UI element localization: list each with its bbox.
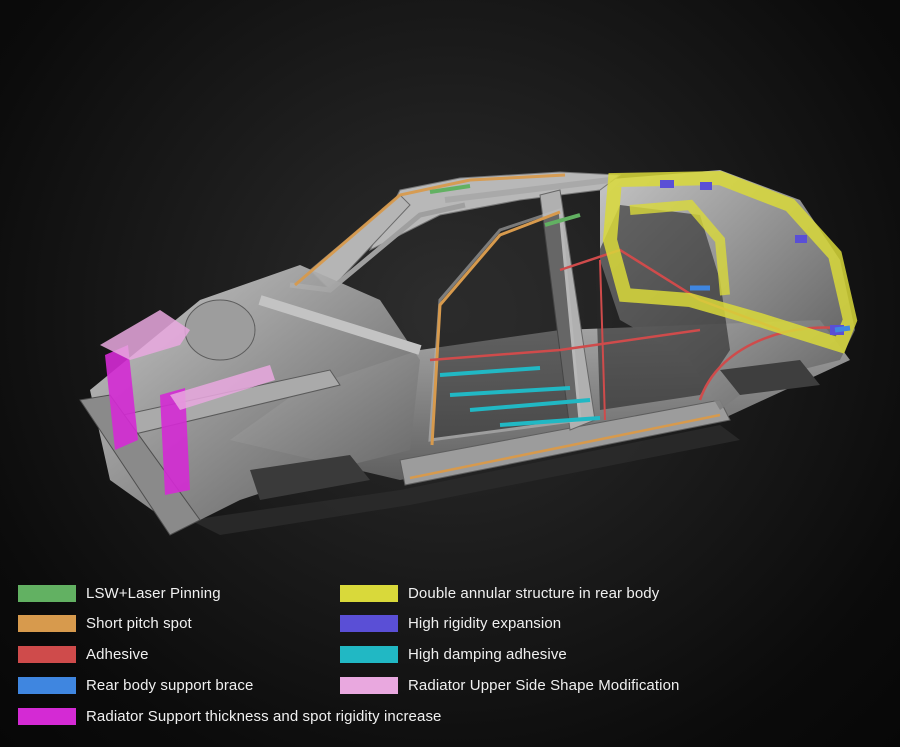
- roof-cross: [444, 177, 611, 203]
- damping-strip-4: [499, 416, 601, 427]
- rigidity-expansion-3: [795, 235, 807, 243]
- radiator-upper-side-2: [170, 365, 275, 410]
- legend-swatch: [340, 645, 398, 663]
- double-annular-inner: [629, 199, 730, 296]
- front-bumper-beam: [79, 394, 201, 536]
- legend-label: Radiator Upper Side Shape Modification: [408, 676, 680, 694]
- legend-label: Short pitch spot: [86, 614, 192, 632]
- underbody-shadow: [190, 425, 740, 535]
- damping-strip-1: [439, 366, 541, 377]
- legend-swatch: [340, 584, 398, 602]
- legend-swatch: [18, 707, 76, 725]
- legend-label: LSW+Laser Pinning: [86, 584, 221, 602]
- legend-label: Rear body support brace: [86, 676, 254, 694]
- legend-swatch: [18, 676, 76, 694]
- radiator-upper-side: [100, 310, 190, 360]
- double-annular-outer: [602, 170, 858, 354]
- legend-label: Radiator Support thickness and spot rigi…: [86, 707, 442, 725]
- legend-label: High damping adhesive: [408, 645, 567, 663]
- legend-item-high-rigidity: High rigidity expansion: [340, 612, 561, 634]
- legend-label: High rigidity expansion: [408, 614, 562, 632]
- legend-swatch: [340, 614, 398, 632]
- legend-swatch: [18, 614, 76, 632]
- short-pitch-roof: [294, 173, 566, 287]
- car-body-in-white-image: [79, 170, 858, 536]
- damping-strip-3: [469, 398, 591, 412]
- lsw-roof-rear: [544, 213, 581, 227]
- radiator-support-right: [160, 388, 190, 495]
- legend-item-lsw: LSW+Laser Pinning: [18, 582, 221, 604]
- legend-label: Double annular structure in rear body: [408, 584, 660, 602]
- legend-item-radiator-support: Radiator Support thickness and spot rigi…: [18, 705, 442, 727]
- legend-swatch: [18, 584, 76, 602]
- rear-support-brace-2: [834, 325, 851, 333]
- strut-brace: [258, 295, 422, 355]
- short-pitch-sill: [409, 413, 721, 480]
- short-pitch-front-door: [430, 210, 561, 446]
- legend-swatch: [340, 676, 398, 694]
- damping-strip-2: [449, 386, 571, 397]
- radiator-support-left: [105, 345, 138, 450]
- rear-suspension: [720, 360, 820, 395]
- lsw-roof-front: [429, 184, 471, 194]
- adhesive-floor: [429, 328, 701, 362]
- legend-item-rear-brace: Rear body support brace: [18, 674, 253, 696]
- legend-item-double-annular: Double annular structure in rear body: [340, 582, 659, 604]
- front-subframe: [250, 455, 370, 500]
- adhesive-b-pillar: [599, 259, 606, 421]
- legend-item-radiator-upper: Radiator Upper Side Shape Modification: [340, 674, 679, 696]
- legend-item-adhesive: Adhesive: [18, 643, 149, 665]
- legend-item-short-pitch: Short pitch spot: [18, 612, 192, 634]
- legend-item-high-damping: High damping adhesive: [340, 643, 567, 665]
- rigidity-expansion-1: [660, 180, 674, 188]
- rigidity-expansion-2: [700, 182, 712, 190]
- legend-label: Adhesive: [86, 645, 149, 663]
- legend-swatch: [18, 645, 76, 663]
